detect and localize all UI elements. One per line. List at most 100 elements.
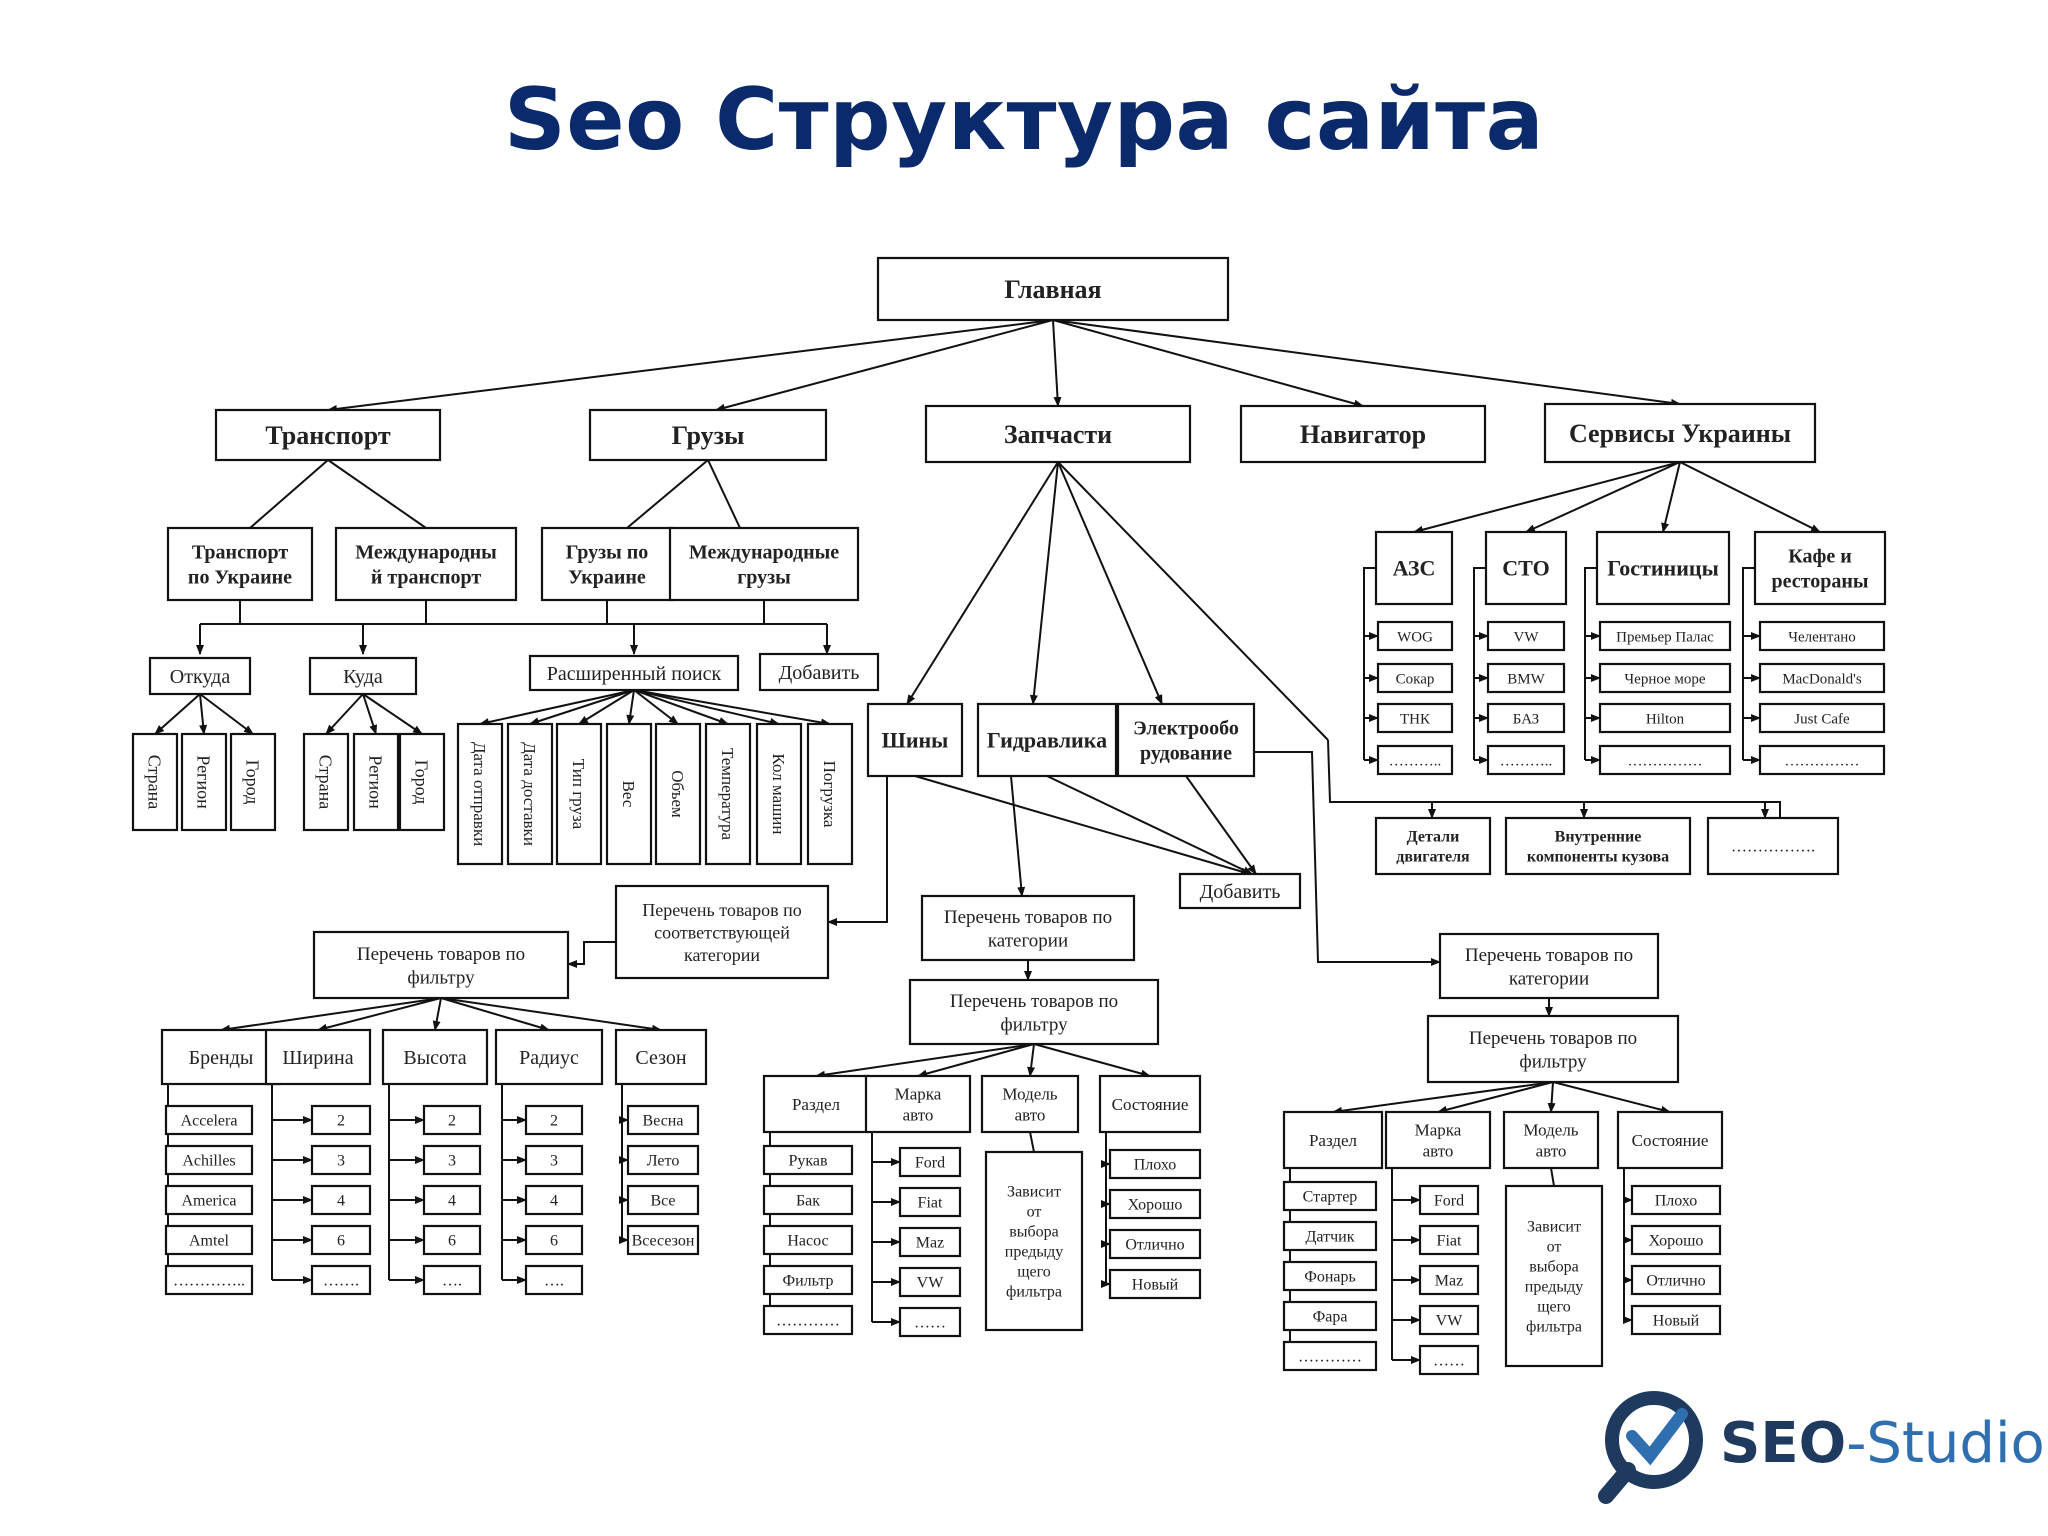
- node-sto-item-2: BMW: [1486, 662, 1566, 694]
- slide-title: Seo Структура сайта: [503, 70, 1545, 170]
- svg-text:Сокар: Сокар: [1396, 671, 1435, 687]
- svg-text:Весна: Весна: [643, 1113, 684, 1130]
- node-sto-item-3: БАЗ: [1486, 702, 1566, 734]
- node-season-item-2: Лето: [626, 1144, 700, 1176]
- node-hyd-state: Состояние: [1098, 1074, 1202, 1134]
- svg-text:Фара: Фара: [1313, 1309, 1348, 1326]
- node-hyd-state-item-1: Плохо: [1108, 1148, 1202, 1180]
- svg-text:……: ……: [1433, 1353, 1465, 1370]
- node-cafe-item-3: Just Cafe: [1758, 702, 1886, 734]
- node-to: Куда: [308, 656, 418, 696]
- svg-text:Фильтр: Фильтр: [782, 1273, 833, 1290]
- node-radius-item-4: 6: [524, 1224, 584, 1256]
- svg-text:Регион: Регион: [194, 755, 214, 809]
- node-height-item-2: 3: [422, 1144, 482, 1176]
- svg-text:………..: ………..: [1389, 753, 1442, 769]
- node-season-item-4: Всесезон: [626, 1224, 700, 1256]
- node-season-item-3: Все: [626, 1184, 700, 1216]
- svg-text:…………….: …………….: [1731, 839, 1815, 856]
- node-adv-sub-1: Дата отправки: [456, 722, 504, 866]
- node-more: …………….: [1706, 816, 1840, 876]
- svg-text:Страна: Страна: [316, 755, 336, 809]
- svg-text:Лето: Лето: [647, 1153, 680, 1170]
- node-adv-sub-2: Дата доставки: [506, 722, 554, 866]
- svg-text:………..: ………..: [1500, 753, 1553, 769]
- node-gas-item-4: ………..: [1376, 744, 1454, 776]
- svg-text:Транспорт: Транспорт: [265, 421, 390, 450]
- svg-text:Челентано: Челентано: [1788, 629, 1856, 645]
- svg-text:Рукав: Рукав: [788, 1153, 828, 1170]
- node-width-item-2: 3: [310, 1144, 372, 1176]
- svg-text:БАЗ: БАЗ: [1513, 711, 1539, 727]
- node-brand-item-1: Accelera: [164, 1104, 254, 1136]
- node-gas-item-3: ТНК: [1376, 702, 1454, 734]
- svg-text:Отлично: Отлично: [1125, 1237, 1184, 1254]
- node-adv-sub-7: Кол машин: [755, 722, 803, 866]
- node-gas-item-2: Сокар: [1376, 662, 1454, 694]
- svg-text:Ford: Ford: [1434, 1193, 1464, 1210]
- node-width-item-1: 2: [310, 1104, 372, 1136]
- svg-text:Fiat: Fiat: [918, 1195, 943, 1212]
- node-height-item-1: 2: [422, 1104, 482, 1136]
- node-cafe-item-1: Челентано: [1758, 620, 1886, 652]
- svg-text:3: 3: [550, 1153, 558, 1170]
- node-to-sub-2: Регион: [352, 732, 400, 832]
- svg-text:Гостиницы: Гостиницы: [1607, 556, 1719, 581]
- node-el-section-item-5: …………: [1282, 1340, 1378, 1372]
- node-hyd-section-item-3: Насос: [762, 1224, 854, 1256]
- node-adv-sub-5: Объем: [654, 722, 702, 866]
- node-el-state-item-1: Плохо: [1630, 1184, 1722, 1216]
- svg-text:Гидравлика: Гидравлика: [987, 728, 1107, 753]
- svg-text:СТО: СТО: [1502, 556, 1549, 581]
- node-brand-item-5: …………..: [164, 1264, 254, 1296]
- svg-text:Сервисы Украины: Сервисы Украины: [1569, 419, 1791, 448]
- svg-text:Achilles: Achilles: [182, 1153, 235, 1170]
- svg-text:2: 2: [448, 1113, 456, 1130]
- svg-text:Насос: Насос: [787, 1233, 828, 1250]
- svg-text:Добавить: Добавить: [1200, 881, 1281, 903]
- svg-text:АЗС: АЗС: [1393, 556, 1436, 581]
- node-el-state-item-3: Отлично: [1630, 1264, 1722, 1296]
- node-tire-width: Ширина: [264, 1028, 372, 1086]
- svg-text:….: ….: [442, 1273, 462, 1290]
- node-sto: СТО: [1484, 530, 1568, 606]
- svg-text:Maz: Maz: [1435, 1273, 1463, 1290]
- node-brand-item-3: America: [164, 1184, 254, 1216]
- svg-text:Город: Город: [412, 760, 432, 804]
- svg-text:Шины: Шины: [882, 728, 949, 753]
- node-el-brand-item-2: Fiat: [1418, 1224, 1480, 1256]
- node-el-brand-item-1: Ford: [1418, 1184, 1480, 1216]
- node-hyd-section-item-2: Бак: [762, 1184, 854, 1216]
- node-radius-item-3: 4: [524, 1184, 584, 1216]
- svg-text:…….: …….: [323, 1273, 359, 1290]
- node-width-item-5: …….: [310, 1264, 372, 1296]
- svg-text:Хорошо: Хорошо: [1128, 1197, 1183, 1214]
- svg-text:BMW: BMW: [1507, 671, 1545, 687]
- svg-text:MacDonald's: MacDonald's: [1782, 671, 1862, 687]
- node-adv-sub-3: Тип груза: [555, 722, 603, 866]
- node-to-sub-3: Город: [398, 732, 446, 832]
- svg-text:4: 4: [448, 1193, 456, 1210]
- node-el-section-item-2: Датчик: [1282, 1220, 1378, 1252]
- node-services: Сервисы Украины: [1543, 402, 1817, 464]
- node-sto-item-1: VW: [1486, 620, 1566, 652]
- node-hotel-item-2: Черное море: [1598, 662, 1732, 694]
- node-tire-height: Высота: [381, 1028, 489, 1086]
- node-sto-item-4: ………..: [1486, 744, 1566, 776]
